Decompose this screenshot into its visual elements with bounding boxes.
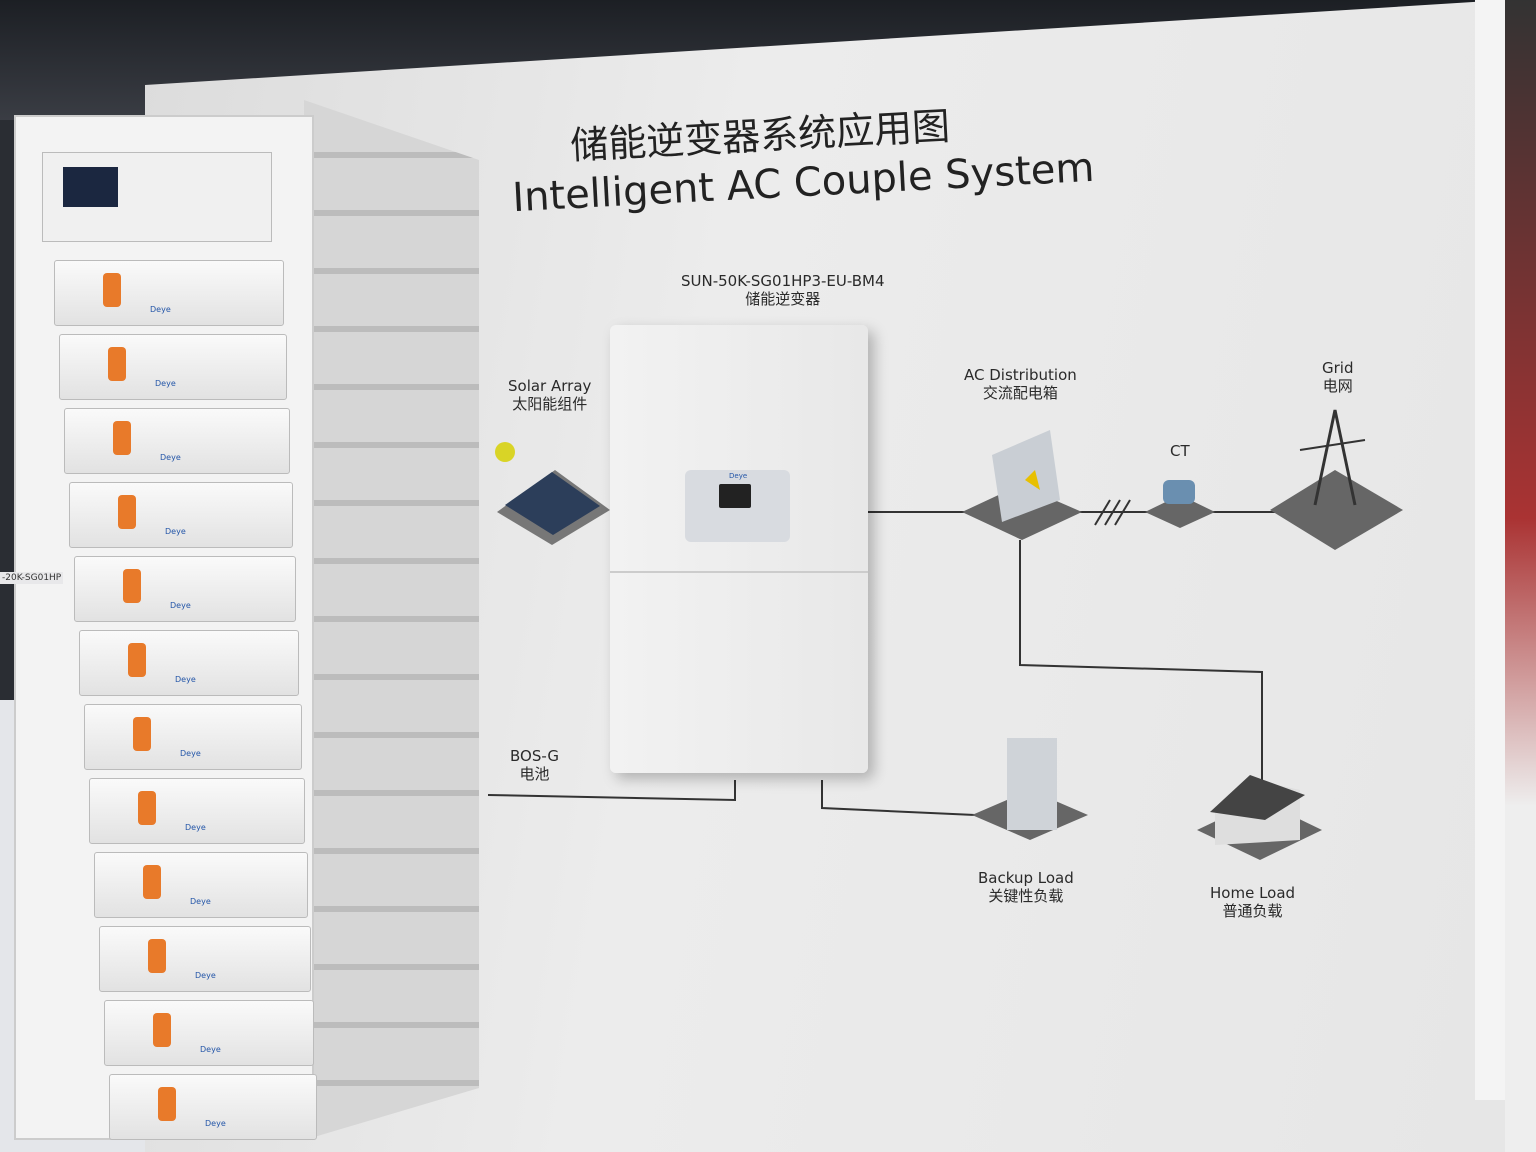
battery-connector [113,421,131,455]
background-sign: -20K-SG01HP [0,572,64,584]
battery-module: Deye [84,704,302,770]
battery-module: Deye [109,1074,317,1140]
battery-connector [138,791,156,825]
label-ct: CT [1170,442,1190,460]
ac-distribution-icon [962,430,1082,540]
module-brand: Deye [170,601,191,610]
inverter-seam [610,571,868,573]
battery-connector [123,569,141,603]
inverter-unit: Deye [610,325,868,773]
battery-module: Deye [79,630,299,696]
control-screen [63,167,118,207]
module-brand: Deye [160,453,181,462]
module-brand: Deye [190,897,211,906]
module-brand: Deye [180,749,201,758]
module-brand: Deye [195,971,216,980]
module-brand: Deye [185,823,206,832]
rack-side-panel [304,100,479,1140]
board-edge [1475,0,1505,1100]
battery-module: Deye [54,260,284,326]
battery-control-unit [42,152,272,242]
module-brand: Deye [150,305,171,314]
battery-connector [158,1087,176,1121]
inverter-control-panel: Deye [685,470,790,542]
module-brand: Deye [200,1045,221,1054]
battery-connector [143,865,161,899]
battery-module: Deye [89,778,305,844]
background-wall [1505,0,1536,1152]
module-brand: Deye [205,1119,226,1128]
module-brand: Deye [155,379,176,388]
module-brand: Deye [175,675,196,684]
battery-module: Deye [104,1000,314,1066]
battery-module: Deye [99,926,311,992]
battery-connector [118,495,136,529]
backup-load-icon [972,738,1088,840]
ct-icon [1145,480,1215,528]
battery-module: Deye [74,556,296,622]
module-brand: Deye [165,527,186,536]
home-load-icon [1197,775,1322,860]
battery-module: Deye [69,482,293,548]
battery-module: Deye [94,852,308,918]
inverter-brand: Deye [729,472,748,480]
grid-tower-icon [1270,409,1403,550]
battery-connector [153,1013,171,1047]
battery-connector [108,347,126,381]
battery-module: Deye [64,408,290,474]
battery-module: Deye [59,334,287,400]
inverter-screen [719,484,751,508]
battery-connector [133,717,151,751]
solar-array-icon [495,442,610,545]
battery-connector [128,643,146,677]
battery-connector [148,939,166,973]
battery-connector [103,273,121,307]
